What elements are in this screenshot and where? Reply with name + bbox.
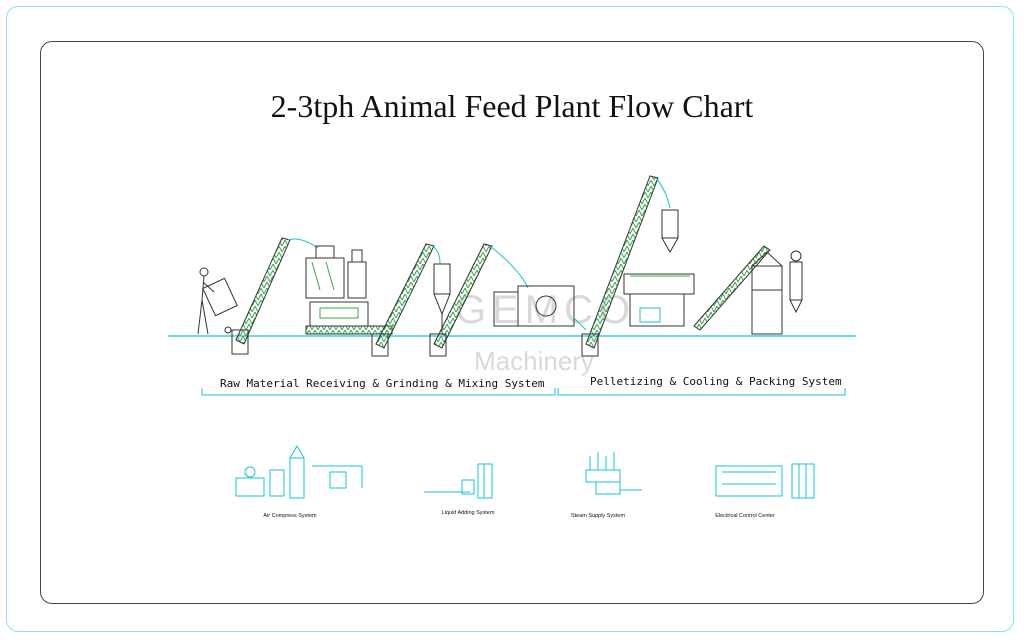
- bucket-elevator-3-icon: [429, 243, 529, 357]
- page-title: 2-3tph Animal Feed Plant Flow Chart: [270, 88, 754, 124]
- bucket-elevator-4-icon: [581, 175, 671, 357]
- system-label-grinding: Raw Material Receiving & Grinding & Mixi…: [220, 377, 545, 390]
- cooler-icon: [751, 250, 803, 335]
- pellet-mill-icon: [623, 209, 695, 327]
- mixer-icon: [493, 285, 587, 331]
- bucket-elevator-1-icon: [231, 237, 319, 355]
- liquid-adding-icon: [424, 463, 493, 499]
- worker-cart-icon: [197, 267, 238, 335]
- inner-frame: [40, 41, 984, 604]
- air-compressor-icon: [235, 445, 363, 499]
- cooler-conveyor-icon: [693, 245, 771, 331]
- outer-frame: [6, 6, 1014, 632]
- aux-label-electrical-control: Electrical Control Center: [715, 513, 775, 519]
- watermark-sub: Machinery: [474, 346, 594, 376]
- aux-label-steam-supply: Steam Supply System: [570, 513, 626, 519]
- brace-pelletizing: [557, 388, 846, 396]
- steam-supply-icon: [585, 452, 642, 495]
- aux-label-liquid-adding: Liquid Adding System: [441, 510, 495, 516]
- bucket-elevator-2-icon: [371, 243, 441, 357]
- aux-label-air-compress: Air Compress System: [263, 513, 317, 519]
- control-cabinet-icon: [715, 463, 815, 499]
- hammer-mill-icon: [305, 245, 393, 335]
- brace-grinding: [201, 388, 556, 396]
- system-label-pelletizing: Pelletizing & Cooling & Packing System: [590, 375, 842, 388]
